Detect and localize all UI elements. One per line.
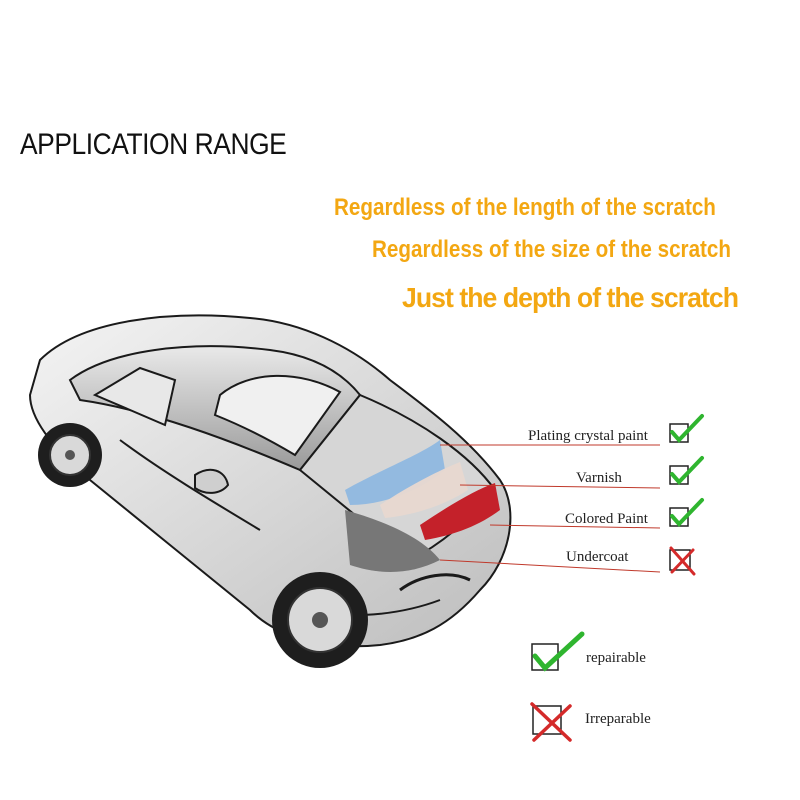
check-icon bbox=[669, 498, 704, 527]
layer-label-undercoat: Undercoat bbox=[566, 549, 629, 565]
tagline-depth: Just the depth of the scratch bbox=[402, 282, 739, 313]
cross-icon bbox=[669, 546, 696, 576]
layer-label-varnish: Varnish bbox=[576, 470, 622, 486]
tagline-length: Regardless of the length of the scratch bbox=[334, 194, 716, 221]
layer-label-colored: Colored Paint bbox=[565, 511, 648, 527]
check-icon bbox=[669, 456, 704, 485]
check-icon bbox=[669, 414, 704, 443]
legend-label-repairable: repairable bbox=[586, 650, 646, 666]
layer-label-plating: Plating crystal paint bbox=[528, 428, 648, 444]
paint-layers bbox=[345, 440, 500, 572]
front-wheel bbox=[272, 572, 368, 668]
tagline-size: Regardless of the size of the scratch bbox=[372, 236, 732, 263]
legend-label-irreparable: Irreparable bbox=[585, 711, 651, 727]
legend-cross-icon bbox=[530, 702, 572, 742]
rear-wheel bbox=[38, 423, 102, 487]
page-title: APPLICATION RANGE bbox=[20, 128, 287, 161]
legend-check-icon bbox=[531, 631, 585, 672]
car-illustration bbox=[28, 314, 661, 668]
leader-lines bbox=[439, 444, 661, 573]
